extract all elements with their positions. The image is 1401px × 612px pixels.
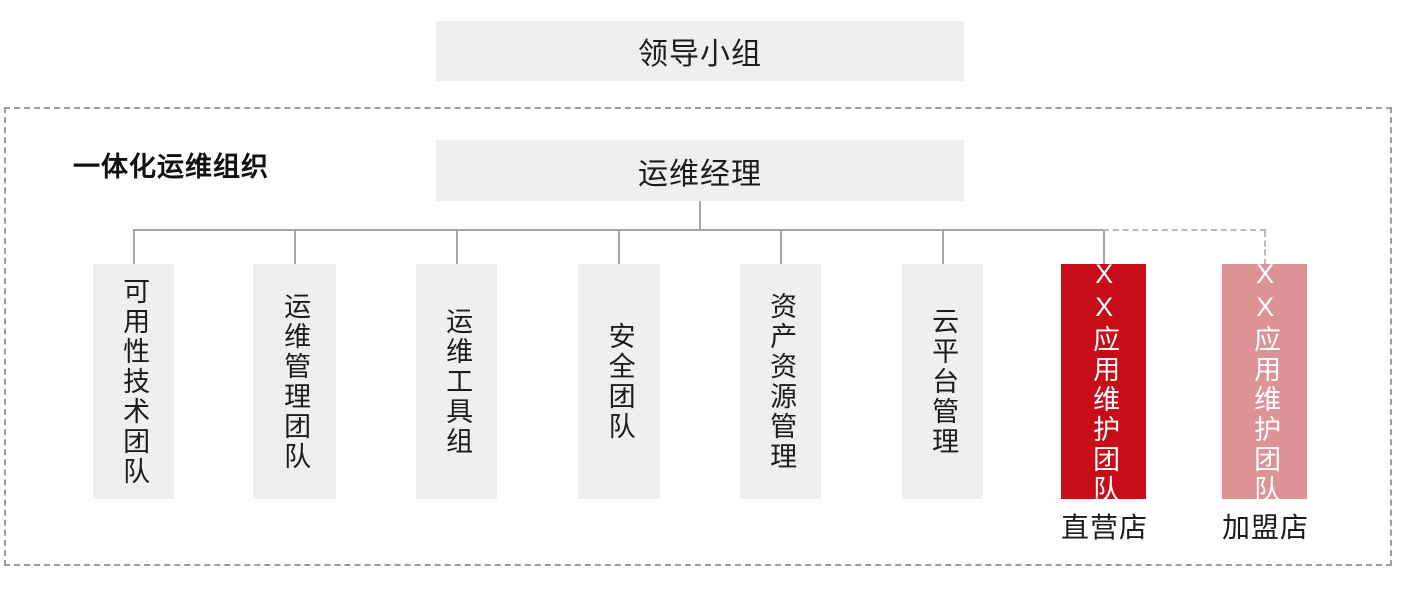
- department-box[interactable]: 安全团队: [578, 264, 660, 499]
- department-box[interactable]: 运维工具组: [416, 264, 497, 499]
- department-label: XX应用维护团队: [1250, 258, 1281, 505]
- department-label: 运维管理团队: [280, 291, 311, 472]
- connector-horizontal-bus-dashed: [1103, 229, 1266, 231]
- department-label: 可用性技术团队: [119, 276, 150, 487]
- leadership-group-box: 领导小组: [436, 21, 964, 81]
- section-title: 一体化运维组织: [73, 152, 269, 182]
- connector-drop-5: [942, 231, 944, 265]
- connector-stem-vertical: [699, 201, 701, 231]
- connector-drop-0: [133, 231, 135, 265]
- department-label: 安全团队: [604, 321, 635, 442]
- department-box[interactable]: XX应用维护团队: [1061, 259, 1146, 505]
- department-label: 资产资源管理: [766, 291, 797, 472]
- ops-manager-label: 运维经理: [638, 157, 762, 191]
- connector-drop-6: [1103, 231, 1105, 265]
- ops-manager-box: 运维经理: [436, 140, 964, 201]
- connector-drop-7: [1264, 231, 1266, 265]
- integrated-ops-container: [4, 107, 1392, 566]
- department-box[interactable]: 云平台管理: [902, 264, 983, 499]
- department-label: XX应用维护团队: [1089, 258, 1120, 505]
- department-label: 云平台管理: [928, 306, 959, 457]
- department-box[interactable]: XX应用维护团队: [1222, 259, 1307, 505]
- connector-drop-4: [780, 231, 782, 265]
- store-type-caption: 加盟店: [1222, 512, 1310, 543]
- store-type-caption: 直营店: [1061, 512, 1149, 543]
- department-box[interactable]: 运维管理团队: [253, 264, 336, 499]
- connector-drop-3: [618, 231, 620, 265]
- connector-horizontal-bus: [133, 229, 1104, 231]
- connector-drop-1: [294, 231, 296, 265]
- department-box[interactable]: 可用性技术团队: [93, 264, 174, 499]
- leadership-group-label: 领导小组: [638, 38, 762, 71]
- department-label: 运维工具组: [442, 306, 473, 457]
- department-box[interactable]: 资产资源管理: [740, 264, 821, 499]
- connector-drop-2: [456, 231, 458, 265]
